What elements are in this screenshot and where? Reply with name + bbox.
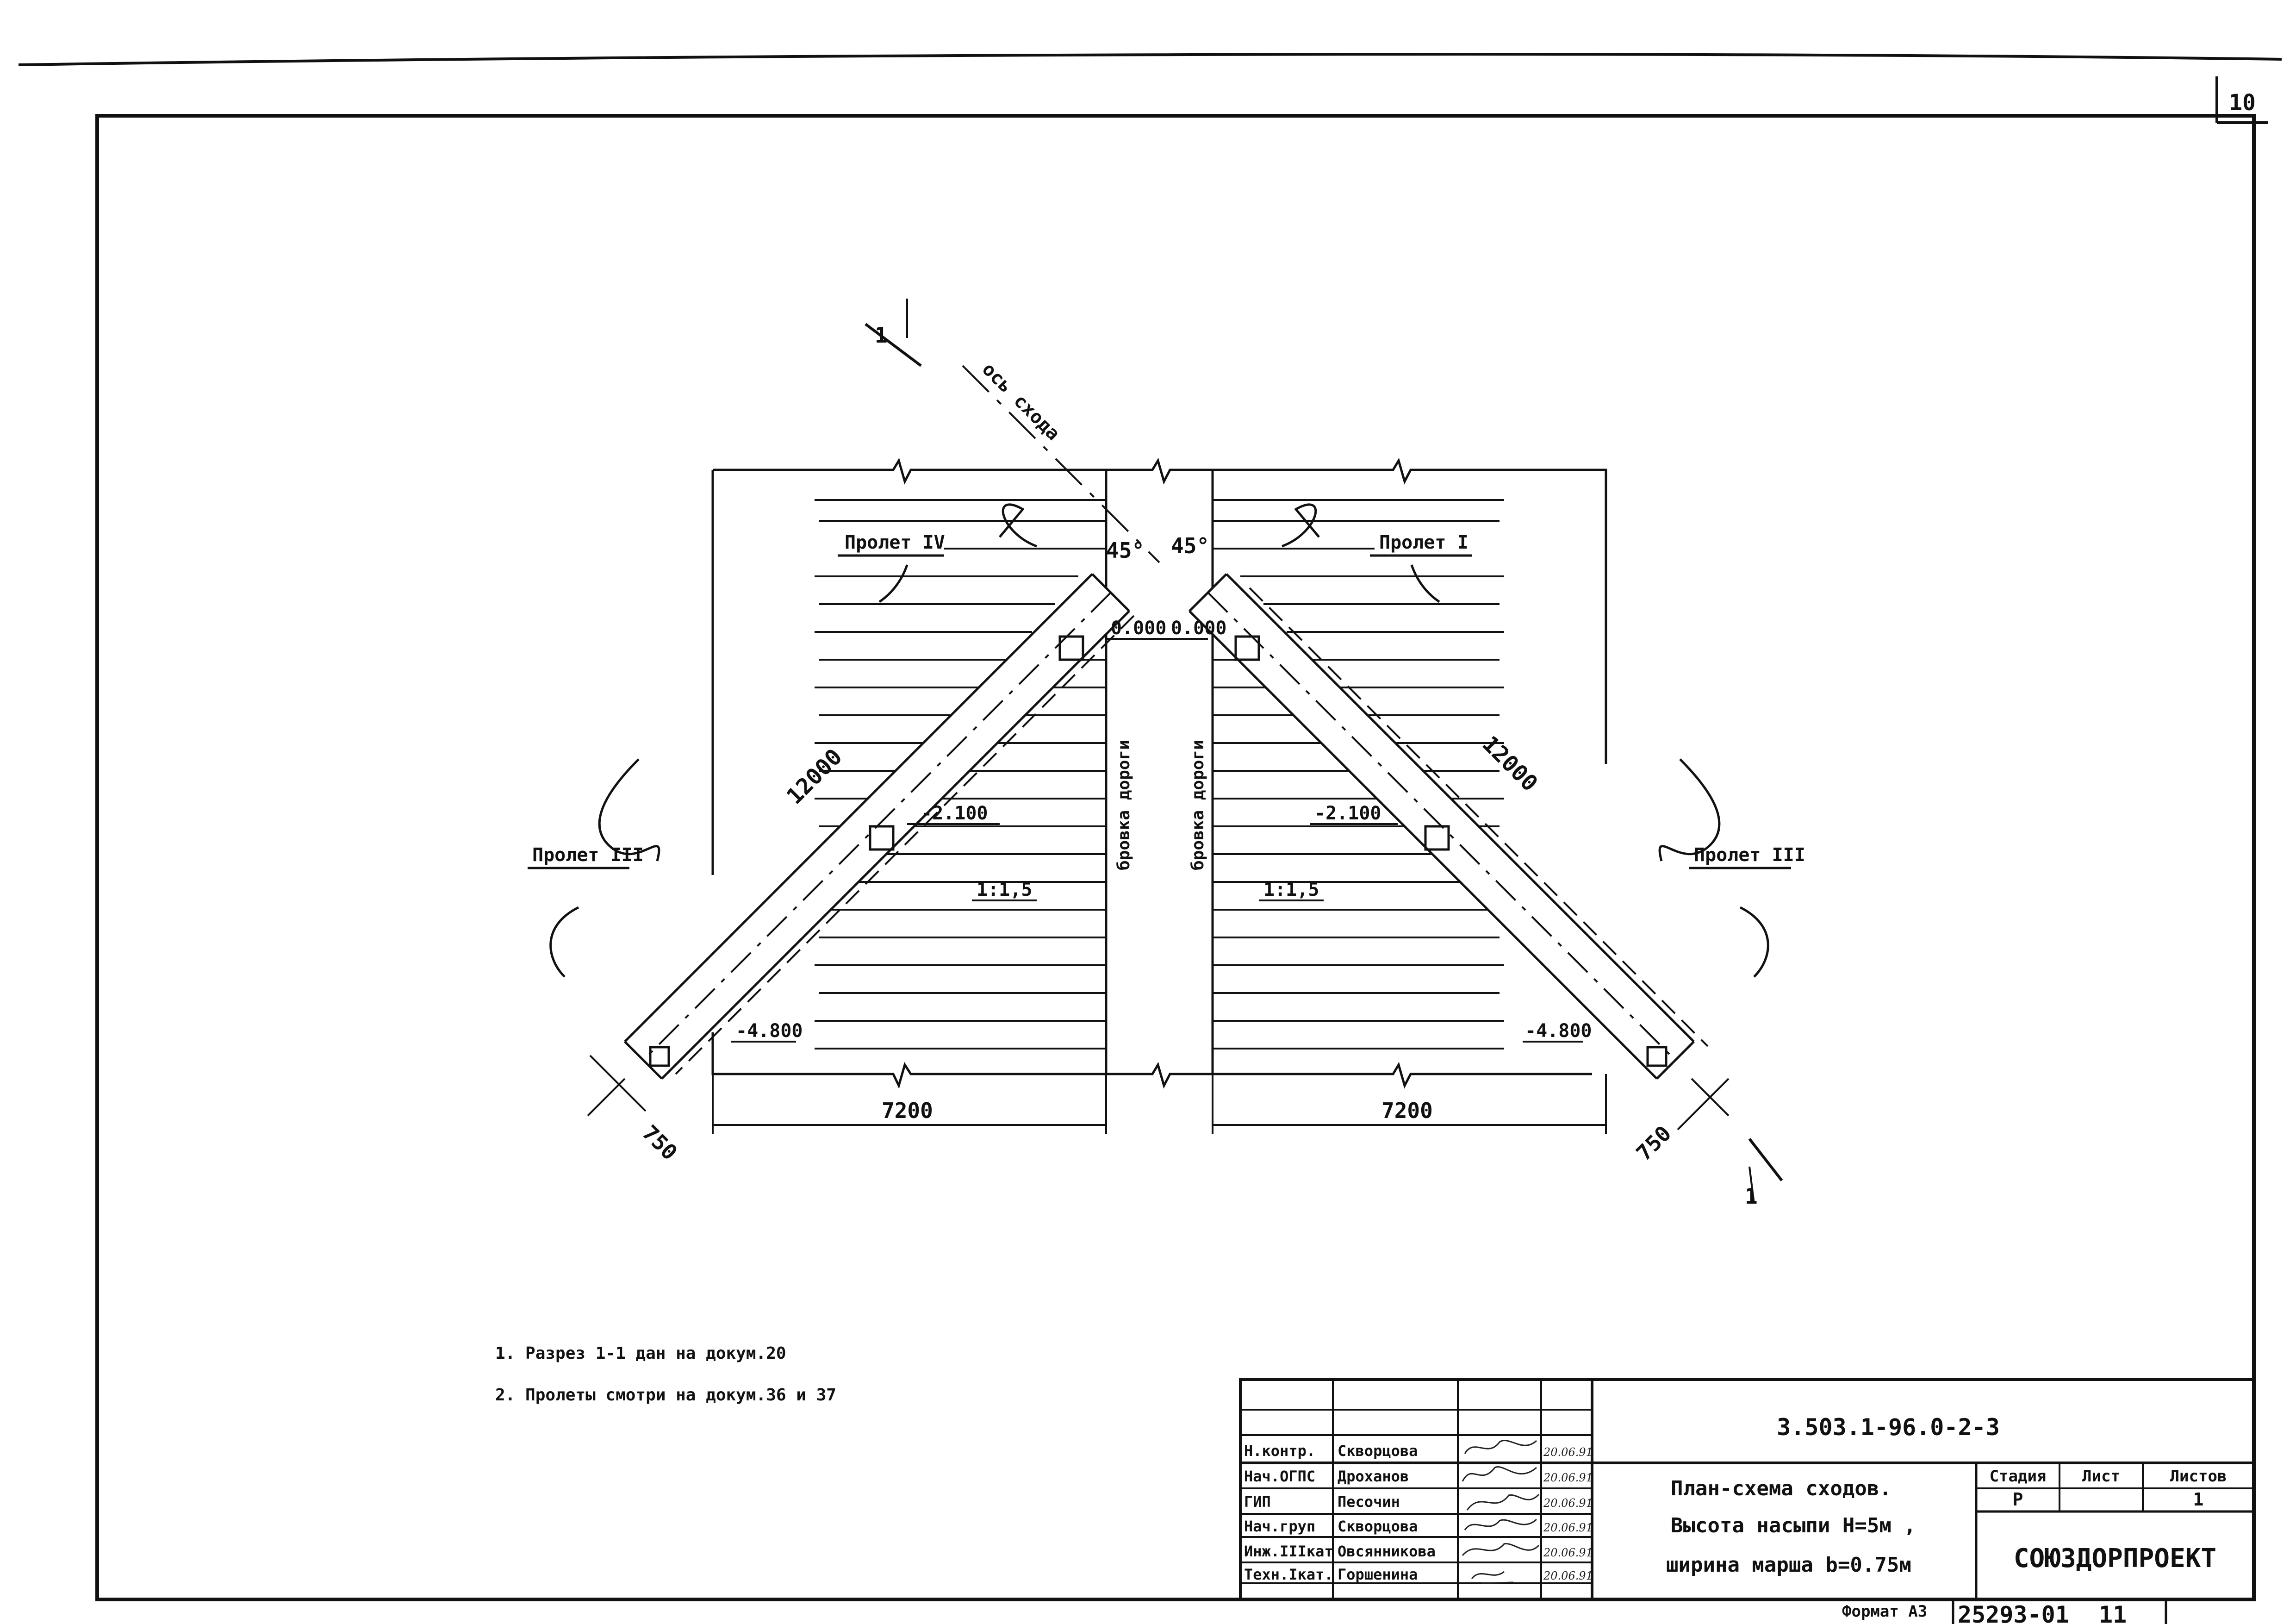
sheet-number: 10 (2229, 90, 2256, 116)
right-embankment-outline (1213, 457, 1607, 764)
march-width-left: 750 (637, 1120, 682, 1165)
format-label: Формат А3 (1842, 1602, 1927, 1621)
width-right: 7200 (1381, 1098, 1433, 1123)
signature-role: Н.контр. (1244, 1442, 1315, 1460)
elevation-left-top: 0.000 (1111, 618, 1166, 639)
brace-span-iii-left (549, 758, 660, 978)
march-width-right: 750 (1631, 1121, 1676, 1166)
elevation-left-bottom: -4.800 (736, 1020, 803, 1042)
signature-name: Песочин (1338, 1493, 1400, 1511)
inventory-number: 25293-01 (1958, 1601, 2069, 1624)
road-edge-left: бровка дороги (1114, 740, 1133, 870)
signature-date: 20.06.91 (1543, 1446, 1593, 1459)
signature-role: Инж.IIIкат (1244, 1543, 1333, 1560)
title-line-2: Высота насыпи Н=5м , (1671, 1514, 1916, 1537)
note-1: 1. Разрез 1-1 дан на докум.20 (495, 1344, 786, 1363)
signature-role: Техн.Iкат. (1244, 1566, 1333, 1583)
signature-date: 20.06.91 (1543, 1521, 1593, 1534)
signature-name: Дроханов (1338, 1468, 1409, 1485)
span-i-label: Пролет I (1379, 532, 1468, 553)
document-code: 3.503.1-96.0-2-3 (1777, 1414, 2000, 1441)
brace-span-iii-right (1658, 758, 1769, 978)
elevation-left-mid: -2.100 (921, 803, 988, 824)
signature-name: Скворцова (1338, 1442, 1418, 1460)
handwritten-signature (1464, 1518, 1537, 1530)
span-iii-right-label: Пролет III (1694, 844, 1805, 866)
title-block-text: 3.503.1-96.0-2-3 План-схема сходов. Высо… (1244, 1414, 2227, 1624)
left-stair-march (624, 573, 1135, 1080)
signature-name: Овсянникова (1338, 1543, 1436, 1560)
angle-left: 45° (1106, 538, 1145, 563)
signature-name: Горшенина (1338, 1566, 1418, 1583)
handwritten-signature (1462, 1543, 1540, 1556)
sheet-frame (18, 53, 2282, 1601)
road-edge-right: бровка дороги (1188, 740, 1207, 870)
title-line-3: ширина марша b=0.75м (1666, 1553, 1911, 1577)
length-left: 12000 (782, 744, 847, 810)
brace-span-i (1282, 503, 1440, 603)
handwritten-signature (1464, 1440, 1537, 1454)
title-block (1239, 1378, 2255, 1624)
signature-date: 20.06.91 (1543, 1497, 1593, 1510)
signature-role: Нач.ОГПС (1244, 1468, 1315, 1485)
slope-right: 1:1,5 (1263, 879, 1319, 900)
span-iv-label: Пролет IV (845, 532, 945, 553)
title-line-1: План-схема сходов. (1671, 1477, 1892, 1500)
handwritten-signature (1462, 1466, 1537, 1482)
sheet-header: Лист (2082, 1467, 2120, 1486)
stage-header: Стадия (1990, 1467, 2047, 1486)
page-number: 11 (2099, 1601, 2127, 1624)
signature-rows: Н.контр. Скворцова 20.06.91 Нач.ОГПС Дро… (1244, 1440, 1593, 1584)
angle-right: 45° (1171, 533, 1209, 558)
elevation-right-mid: -2.100 (1314, 803, 1381, 824)
slope-left: 1:1,5 (977, 879, 1032, 900)
stair-plan-drawing (528, 299, 1791, 1204)
handwritten-signature (1466, 1493, 1540, 1511)
span-iii-left-label: Пролет III (532, 844, 644, 866)
signature-date: 20.06.91 (1543, 1569, 1593, 1582)
section-mark-bottom: 1 (1745, 1184, 1758, 1209)
elevation-right-bottom: -4.800 (1525, 1020, 1592, 1042)
right-stair-march (1188, 573, 1709, 1080)
sheets-value: 1 (2193, 1489, 2204, 1510)
signature-date: 20.06.91 (1543, 1546, 1593, 1559)
note-2: 2. Пролеты смотри на докум.36 и 37 (495, 1386, 836, 1405)
signature-name: Скворцова (1338, 1518, 1418, 1535)
sheets-header: Листов (2170, 1467, 2227, 1486)
signature-date: 20.06.91 (1543, 1471, 1593, 1484)
descent-axis-line (962, 365, 1160, 563)
signature-role: ГИП (1244, 1493, 1271, 1511)
organization-name: СОЮЗДОРПРОЕКТ (2014, 1543, 2216, 1574)
section-mark-top: 1 (875, 323, 888, 348)
signature-role: Нач.груп (1244, 1518, 1315, 1535)
length-right: 12000 (1477, 731, 1543, 797)
notes: 1. Разрез 1-1 дан на докум.20 2. Пролеты… (495, 1344, 836, 1405)
brace-span-iv (878, 503, 1037, 603)
stage-value: Р (2013, 1489, 2023, 1510)
handwritten-signature (1471, 1571, 1514, 1584)
elevation-right-top: 0.000 (1171, 618, 1226, 639)
width-left: 7200 (882, 1098, 933, 1123)
descent-axis-label: ось схода (978, 359, 1064, 445)
